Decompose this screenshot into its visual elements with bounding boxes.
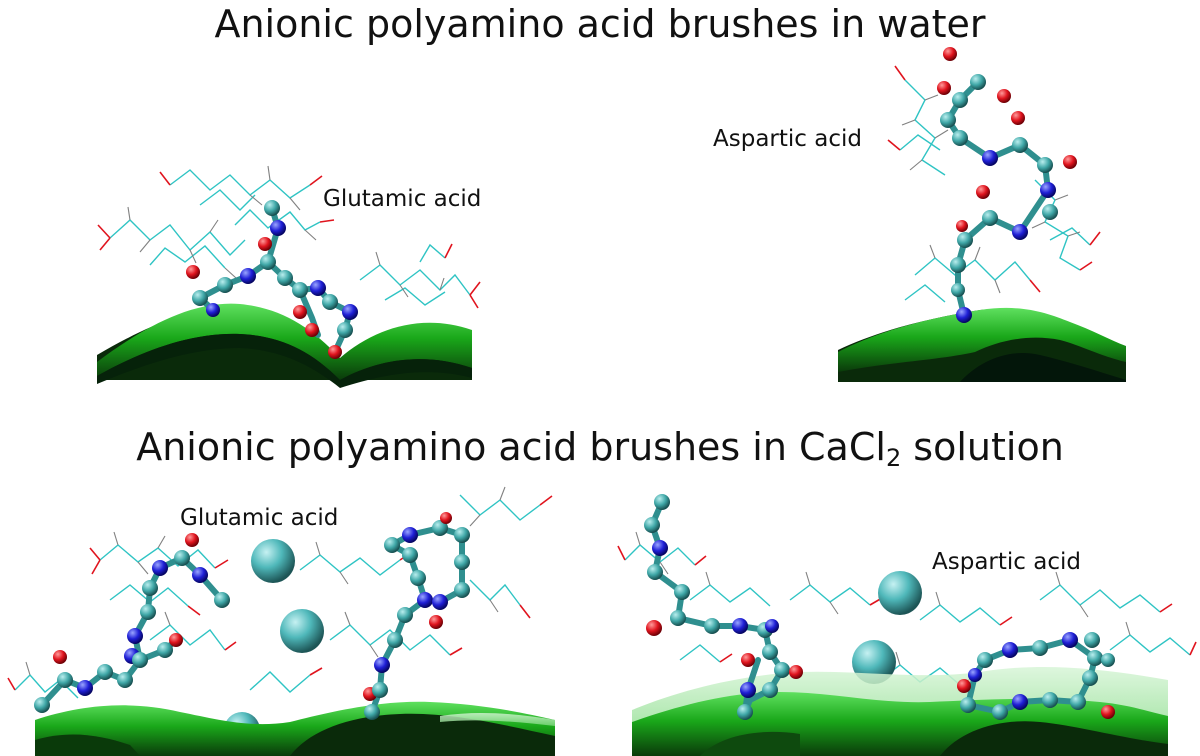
surface-aspartic-water: [838, 307, 1126, 382]
title-cacl2-end: solution: [901, 425, 1064, 469]
atoms-aspartic-water: [937, 47, 1077, 323]
wire-oxygens: [97, 171, 481, 309]
title-cacl2: Anionic polyamino acid brushes in CaCl2 …: [0, 425, 1200, 472]
calcium-ions: [852, 571, 922, 684]
wire-oxygens: [887, 65, 1101, 293]
wire-oxygens: [617, 545, 1197, 686]
surface-glutamic-water: [97, 303, 472, 388]
label-glutamic-cacl2: Glutamic acid: [180, 505, 339, 531]
label-aspartic-water: Aspartic acid: [713, 126, 862, 152]
title-water: Anionic polyamino acid brushes in water: [214, 2, 986, 46]
wire-hydrogens: [901, 94, 1081, 294]
wire-sidechains: [899, 79, 1091, 303]
wire-oxygens: [7, 495, 553, 691]
surface-glutamic-cacl2: [35, 701, 555, 756]
calcium-ions: [224, 539, 324, 748]
panel-glutamic-cacl2: [7, 486, 555, 756]
atoms-glutamic-water: [186, 200, 358, 359]
panel-aspartic-water: [838, 47, 1126, 382]
panel-aspartic-cacl2: [617, 494, 1197, 756]
panel-glutamic-water: [97, 165, 481, 388]
wire-hydrogens: [25, 486, 506, 676]
label-aspartic-cacl2: Aspartic acid: [932, 549, 1081, 575]
backbone-bonds: [944, 79, 1052, 318]
label-glutamic-water: Glutamic acid: [323, 186, 482, 212]
wire-hydrogens: [127, 165, 445, 298]
title-cacl2-main: Anionic polyamino acid brushes in CaCl: [136, 425, 886, 469]
title-cacl2-subscript: 2: [885, 444, 902, 472]
wire-hydrogens: [635, 531, 1131, 666]
atoms-glutamic-cacl2: [34, 512, 470, 720]
atoms-aspartic-cacl2: [644, 494, 1115, 720]
